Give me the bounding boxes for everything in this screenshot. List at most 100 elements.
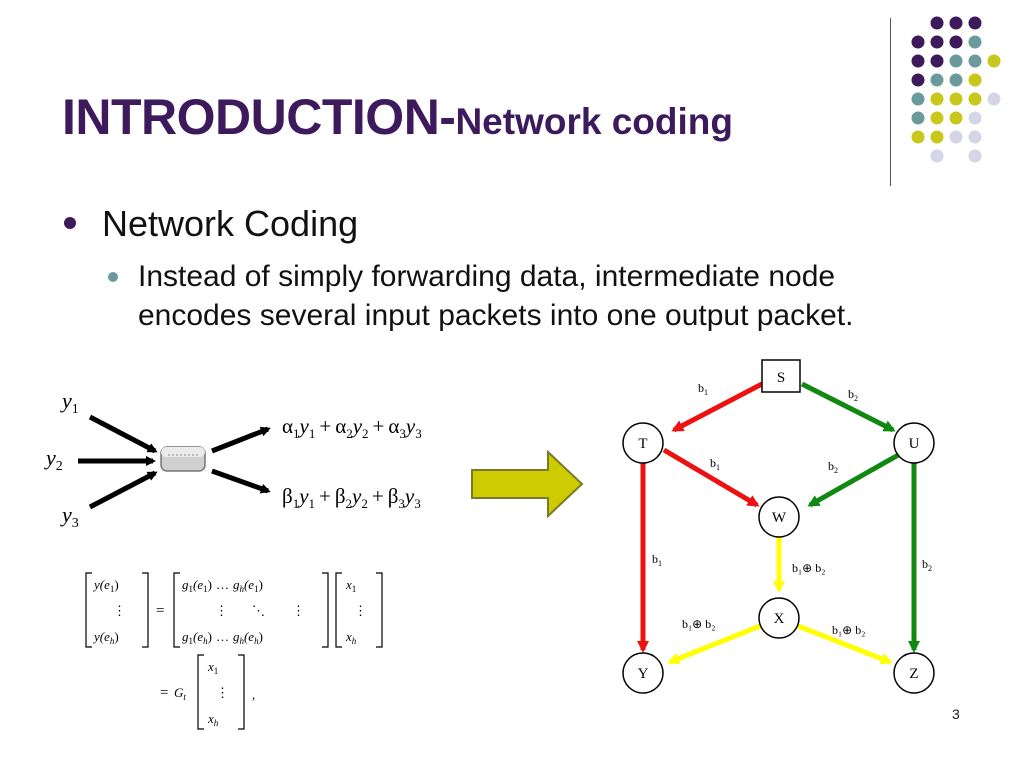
output-formula-1: α1y1+α2y2+α3y3 xyxy=(282,414,422,441)
bullet-level1-text: Network Coding xyxy=(102,203,359,244)
equals-2: = xyxy=(160,685,168,701)
node-Y-label: Y xyxy=(638,666,649,682)
encoder-diagram: y1 y2 y3 α1y1+α2y2+α3y3 β1y1+β2y2+β3y3 xyxy=(44,388,422,531)
g-vdots-right: ⋮ xyxy=(292,603,305,618)
decorative-dot xyxy=(911,130,925,144)
decorative-divider xyxy=(890,18,891,186)
decorative-dot xyxy=(968,92,982,106)
node-U xyxy=(893,422,935,464)
decorative-dot xyxy=(949,73,963,87)
input-y3-label: y3 xyxy=(60,502,79,531)
lhs-vdots: ⋮ xyxy=(113,603,126,618)
slide-title: INTRODUCTION-Network coding xyxy=(62,88,733,146)
title-sub: Network coding xyxy=(455,101,733,142)
output-formula-2: β1y1+β2y2+β3y3 xyxy=(282,484,421,511)
node-X-label: X xyxy=(774,611,785,627)
node-S xyxy=(761,359,801,393)
trailing-comma: , xyxy=(252,687,255,702)
lhs-top: y(e1) xyxy=(92,577,119,594)
node-U-label: U xyxy=(909,436,920,452)
decorative-dot-grid xyxy=(911,16,1001,163)
node-Y xyxy=(622,652,664,694)
lhs-bottom: y(eh) xyxy=(92,629,119,646)
decorative-dot xyxy=(911,111,925,125)
decorative-dot xyxy=(968,35,982,49)
edge-X-Z-label: b₁⊕ b₂ xyxy=(832,623,865,637)
x2-vdots: ⋮ xyxy=(216,685,229,700)
node-Z xyxy=(893,652,935,694)
transition-arrow xyxy=(471,450,584,519)
butterfly-network: S T U W X Y Z b1 b2 b1 b2 b1 b2 b₁⊕ b₂ b… xyxy=(622,359,935,694)
decorative-dot xyxy=(911,73,925,87)
edge-T-W-label: b1 xyxy=(710,456,720,472)
g-row2: g1(eh)…gh(eh) xyxy=(182,629,263,646)
input-y1-label: y1 xyxy=(60,388,79,417)
decorative-dot xyxy=(930,73,944,87)
gt-symbol: Gt xyxy=(174,685,186,702)
edge-S-T xyxy=(671,381,764,433)
decorative-dot xyxy=(968,54,982,68)
x2-bottom: xh xyxy=(207,711,219,728)
decorative-dot xyxy=(968,130,982,144)
decorative-dot xyxy=(968,16,982,30)
node-T-label: T xyxy=(638,436,647,452)
edge-X-Y xyxy=(667,623,761,665)
title-main: INTRODUCTION- xyxy=(62,89,456,145)
edge-X-Y-label: b₁⊕ b₂ xyxy=(682,617,715,631)
decorative-dot xyxy=(911,35,925,49)
decorative-dot xyxy=(949,54,963,68)
g-row1: g1(e1)…gh(e1) xyxy=(182,577,263,594)
decorative-dot xyxy=(968,73,982,87)
matrix-equation: y(e1) ⋮ y(eh) = g1(e1)…gh(e1) ⋮ ⋱ ⋮ g1(e… xyxy=(85,572,383,730)
decorative-dot xyxy=(930,54,944,68)
x-vdots: ⋮ xyxy=(354,603,367,618)
output-arrow-1 xyxy=(211,426,271,454)
decorative-dot xyxy=(949,35,963,49)
edge-S-U xyxy=(800,381,896,433)
decorative-dot xyxy=(949,16,963,30)
decorative-dot xyxy=(949,111,963,125)
decorative-dot xyxy=(930,130,944,144)
input-y2-label: y2 xyxy=(44,445,63,474)
decorative-dot xyxy=(930,35,944,49)
g-vdots-left: ⋮ xyxy=(215,603,228,618)
input-arrow-1 xyxy=(88,414,158,454)
page-number: 3 xyxy=(952,706,960,722)
x-top: x1 xyxy=(345,577,356,594)
decorative-dot xyxy=(949,130,963,144)
edge-S-U-label: b2 xyxy=(848,387,858,403)
node-X xyxy=(758,597,800,639)
decorative-dot xyxy=(968,149,982,163)
bullet-dot xyxy=(64,217,76,229)
edge-S-T-label: b1 xyxy=(698,381,708,397)
x-bottom: xh xyxy=(345,629,357,646)
node-S-label: S xyxy=(777,370,785,386)
node-W xyxy=(758,496,800,538)
equals-1: = xyxy=(156,603,164,619)
edge-T-Y-label: b1 xyxy=(652,552,662,568)
decorative-dot xyxy=(930,16,944,30)
decorative-dot xyxy=(968,111,982,125)
input-arrow-3 xyxy=(88,470,158,510)
node-Z-label: Z xyxy=(909,666,918,682)
decorative-dot xyxy=(987,92,1001,106)
decorative-dot xyxy=(930,92,944,106)
x2-top: x1 xyxy=(207,659,218,676)
decorative-dot xyxy=(911,54,925,68)
edge-U-W xyxy=(807,451,902,508)
router-icon xyxy=(160,446,206,472)
edge-U-W-label: b2 xyxy=(828,459,838,475)
edge-X-Z xyxy=(797,623,893,665)
g-ddots: ⋱ xyxy=(252,603,265,618)
output-arrow-2 xyxy=(211,468,271,494)
decorative-dot xyxy=(930,111,944,125)
edge-T-W xyxy=(662,447,760,508)
decorative-dot xyxy=(911,92,925,106)
decorative-dot xyxy=(930,149,944,163)
decorative-dot xyxy=(987,54,1001,68)
edge-U-Z-label: b2 xyxy=(922,557,932,573)
bullet-level2-text: Instead of simply forwarding data, inter… xyxy=(138,260,854,332)
sub-bullet-dot xyxy=(108,272,118,282)
decorative-dot xyxy=(949,92,963,106)
node-W-label: W xyxy=(772,510,787,526)
